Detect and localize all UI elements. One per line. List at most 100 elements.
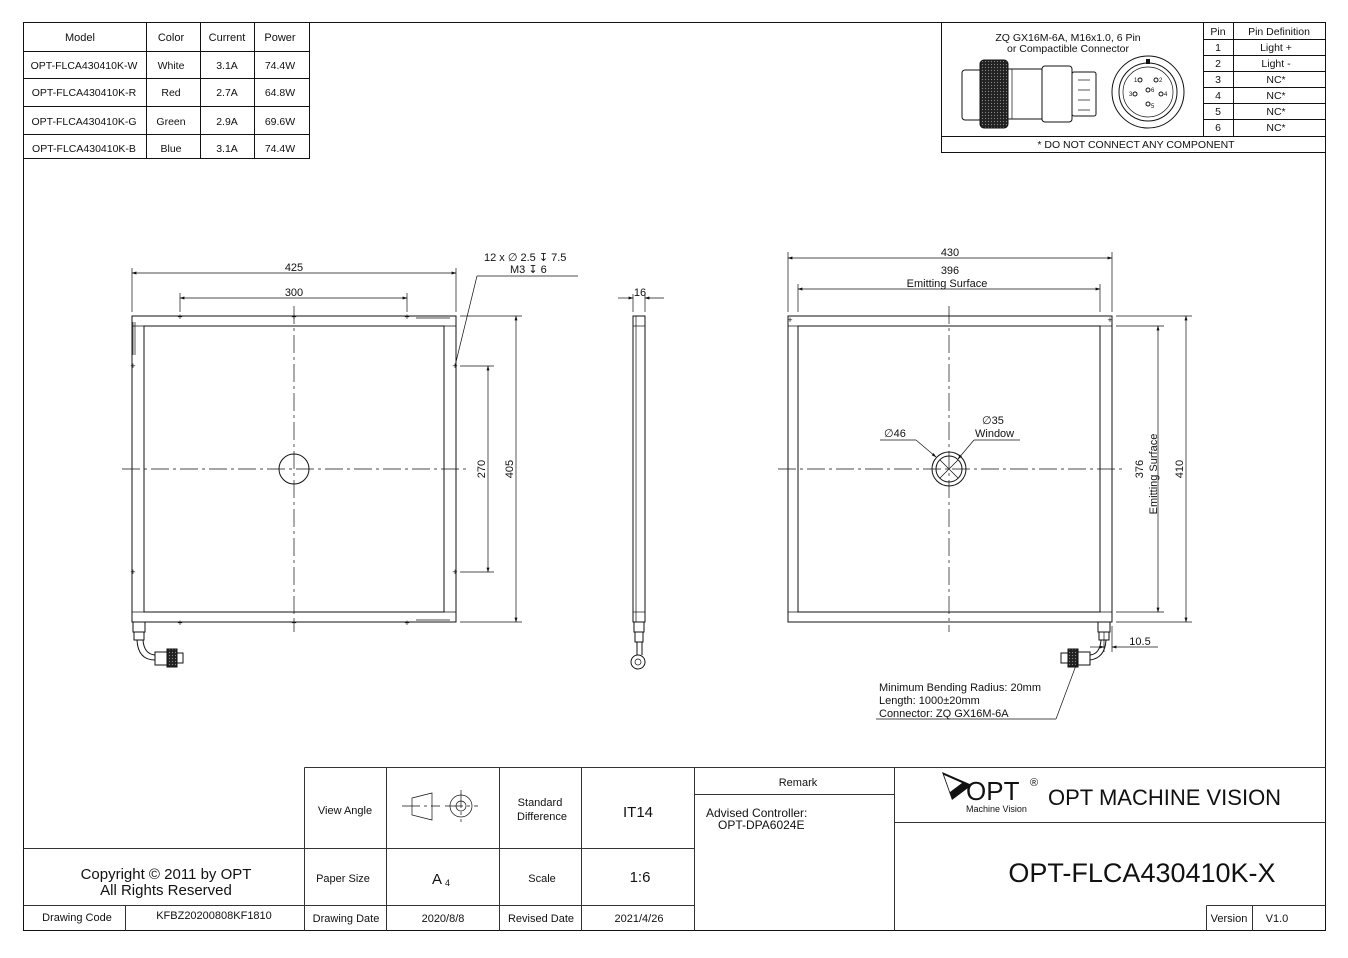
- scale-label: Scale: [528, 873, 556, 885]
- svg-text:+: +: [404, 312, 409, 322]
- drawing-code-label: Drawing Code: [42, 912, 112, 924]
- svg-text:+: +: [177, 312, 182, 322]
- front-dim-width: 425: [285, 262, 303, 274]
- pin-label-on-face: 5: [1151, 104, 1155, 110]
- model-table-cell: 64.8W: [265, 87, 295, 99]
- hole-callout-line2: M3 ↧ 6: [510, 264, 547, 276]
- svg-text:+: +: [404, 618, 409, 628]
- logo-registered-mark: ®: [1030, 777, 1038, 789]
- pin-definition: NC*: [1266, 122, 1285, 134]
- front-cable: [132, 621, 184, 668]
- side-dim-thickness: 16: [634, 287, 646, 299]
- revised-date-label: Revised Date: [508, 913, 574, 925]
- model-table-cell: OPT-FLCA430410K-W: [31, 60, 138, 72]
- version-label: Version: [1211, 913, 1248, 925]
- back-dim-height: 410: [1174, 460, 1186, 478]
- model-table-cell: 74.4W: [265, 60, 295, 72]
- remark-label: Remark: [779, 777, 818, 789]
- front-dim-hole-vertical: 270: [476, 460, 488, 478]
- pin-number: 5: [1215, 106, 1221, 118]
- standard-difference-value: IT14: [623, 804, 653, 821]
- back-cable: [1060, 621, 1111, 668]
- connector-subtitle: or Compactible Connector: [1007, 43, 1129, 55]
- pin-label-on-face: 1: [1134, 78, 1138, 84]
- drawing-date-label: Drawing Date: [313, 913, 380, 925]
- part-number: OPT-FLCA430410K-X: [1008, 858, 1275, 888]
- title-block: View Angle Standard Difference IT14 Rema…: [23, 767, 1326, 931]
- pin-label-on-face: 2: [1159, 78, 1163, 84]
- view-angle-label: View Angle: [318, 805, 372, 817]
- cable-note-bend-radius: Minimum Bending Radius: 20mm: [879, 682, 1041, 694]
- front-view: +++ +++ ++ ++ 425 300 27: [122, 252, 578, 668]
- model-table-cell: 74.4W: [265, 143, 295, 155]
- model-table-header-power: Power: [264, 32, 296, 44]
- pin-definition: Light +: [1260, 42, 1292, 54]
- revised-date-value: 2021/4/26: [615, 913, 664, 925]
- pin-number: 4: [1215, 90, 1221, 102]
- model-table-cell: 69.6W: [265, 116, 295, 128]
- front-dim-hole-spacing: 300: [285, 287, 303, 299]
- back-window-diameter: ∅35: [982, 415, 1004, 427]
- model-table-cell: OPT-FLCA430410K-G: [31, 116, 136, 128]
- drawing-code-value: KFBZ20200808KF1810: [156, 910, 272, 922]
- connector-face-illustration: 1 2 3 4 5 6: [1111, 55, 1185, 129]
- remark-controller-label: Advised Controller:: [706, 806, 807, 820]
- pin-definition: NC*: [1266, 90, 1285, 102]
- pin-definition-header: Pin Definition: [1248, 26, 1310, 38]
- hole-callout-line1: 12 x ∅ 2.5 ↧ 7.5: [484, 252, 566, 264]
- model-table-header-color: Color: [158, 32, 185, 44]
- svg-text:+: +: [1107, 315, 1112, 325]
- pin-number: 1: [1215, 42, 1221, 54]
- svg-text:+: +: [452, 567, 457, 577]
- svg-text:+: +: [291, 618, 296, 628]
- back-emit-label-side: Emitting Surface: [1148, 434, 1160, 515]
- model-table-cell: OPT-FLCA430410K-R: [32, 87, 137, 99]
- company-name: OPT MACHINE VISION: [1048, 785, 1281, 810]
- pin-number: 6: [1215, 122, 1221, 134]
- standard-difference-label: Difference: [517, 811, 567, 823]
- back-dim-emit-height: 376: [1134, 460, 1146, 478]
- pin-label-on-face: 4: [1164, 92, 1168, 98]
- logo-subtitle: Machine Vision: [966, 804, 1027, 814]
- svg-text:+: +: [177, 618, 182, 628]
- front-dim-height: 405: [504, 460, 516, 478]
- pin-definition: Light -: [1261, 58, 1291, 70]
- svg-text:+: +: [130, 361, 135, 371]
- back-dim-width: 430: [941, 247, 959, 259]
- model-table-cell: Blue: [160, 143, 181, 155]
- svg-text:+: +: [787, 315, 792, 325]
- opt-logo: OPT ® Machine Vision: [942, 772, 1038, 814]
- connector-footnote: * DO NOT CONNECT ANY COMPONENT: [1037, 139, 1235, 151]
- drawing-border: [23, 22, 1326, 931]
- back-view: + + 430 396 Emitting Surface 376 Emittin…: [778, 247, 1192, 720]
- pin-label-on-face: 3: [1129, 92, 1133, 98]
- back-emit-label-top: Emitting Surface: [907, 278, 988, 290]
- drawing-date-value: 2020/8/8: [422, 913, 465, 925]
- side-view: 16: [618, 287, 664, 670]
- model-table-cell: OPT-FLCA430410K-B: [32, 143, 136, 155]
- paper-size-subscript: 4: [445, 878, 450, 888]
- model-table-header-current: Current: [209, 32, 246, 44]
- copyright-line2: All Rights Reserved: [100, 882, 232, 899]
- model-table-cell: 3.1A: [216, 143, 238, 155]
- pin-header: Pin: [1210, 26, 1225, 38]
- paper-size-label: Paper Size: [316, 873, 370, 885]
- back-dim-offset: 10.5: [1129, 636, 1150, 648]
- pin-label-on-face: 6: [1151, 88, 1155, 94]
- model-table: Model Color Current Power OPT-FLCA430410…: [23, 22, 310, 159]
- model-table-cell: Green: [156, 116, 185, 128]
- model-table-cell: 3.1A: [216, 60, 238, 72]
- back-window-label: Window: [975, 428, 1014, 440]
- pin-number: 3: [1215, 74, 1221, 86]
- model-table-cell: 2.7A: [216, 87, 238, 99]
- svg-text:+: +: [130, 567, 135, 577]
- copyright-line1: Copyright © 2011 by OPT: [81, 866, 252, 883]
- remark-controller-value: OPT-DPA6024E: [718, 818, 804, 832]
- version-value: V1.0: [1266, 913, 1289, 925]
- connector-box: ZQ GX16M-6A, M16x1.0, 6 Pin or Compactib…: [941, 22, 1326, 153]
- back-hole-diameter: ∅46: [884, 428, 906, 440]
- connector-title: ZQ GX16M-6A, M16x1.0, 6 Pin: [995, 32, 1140, 44]
- pin-number: 2: [1215, 58, 1221, 70]
- projection-symbol-icon: [402, 790, 478, 822]
